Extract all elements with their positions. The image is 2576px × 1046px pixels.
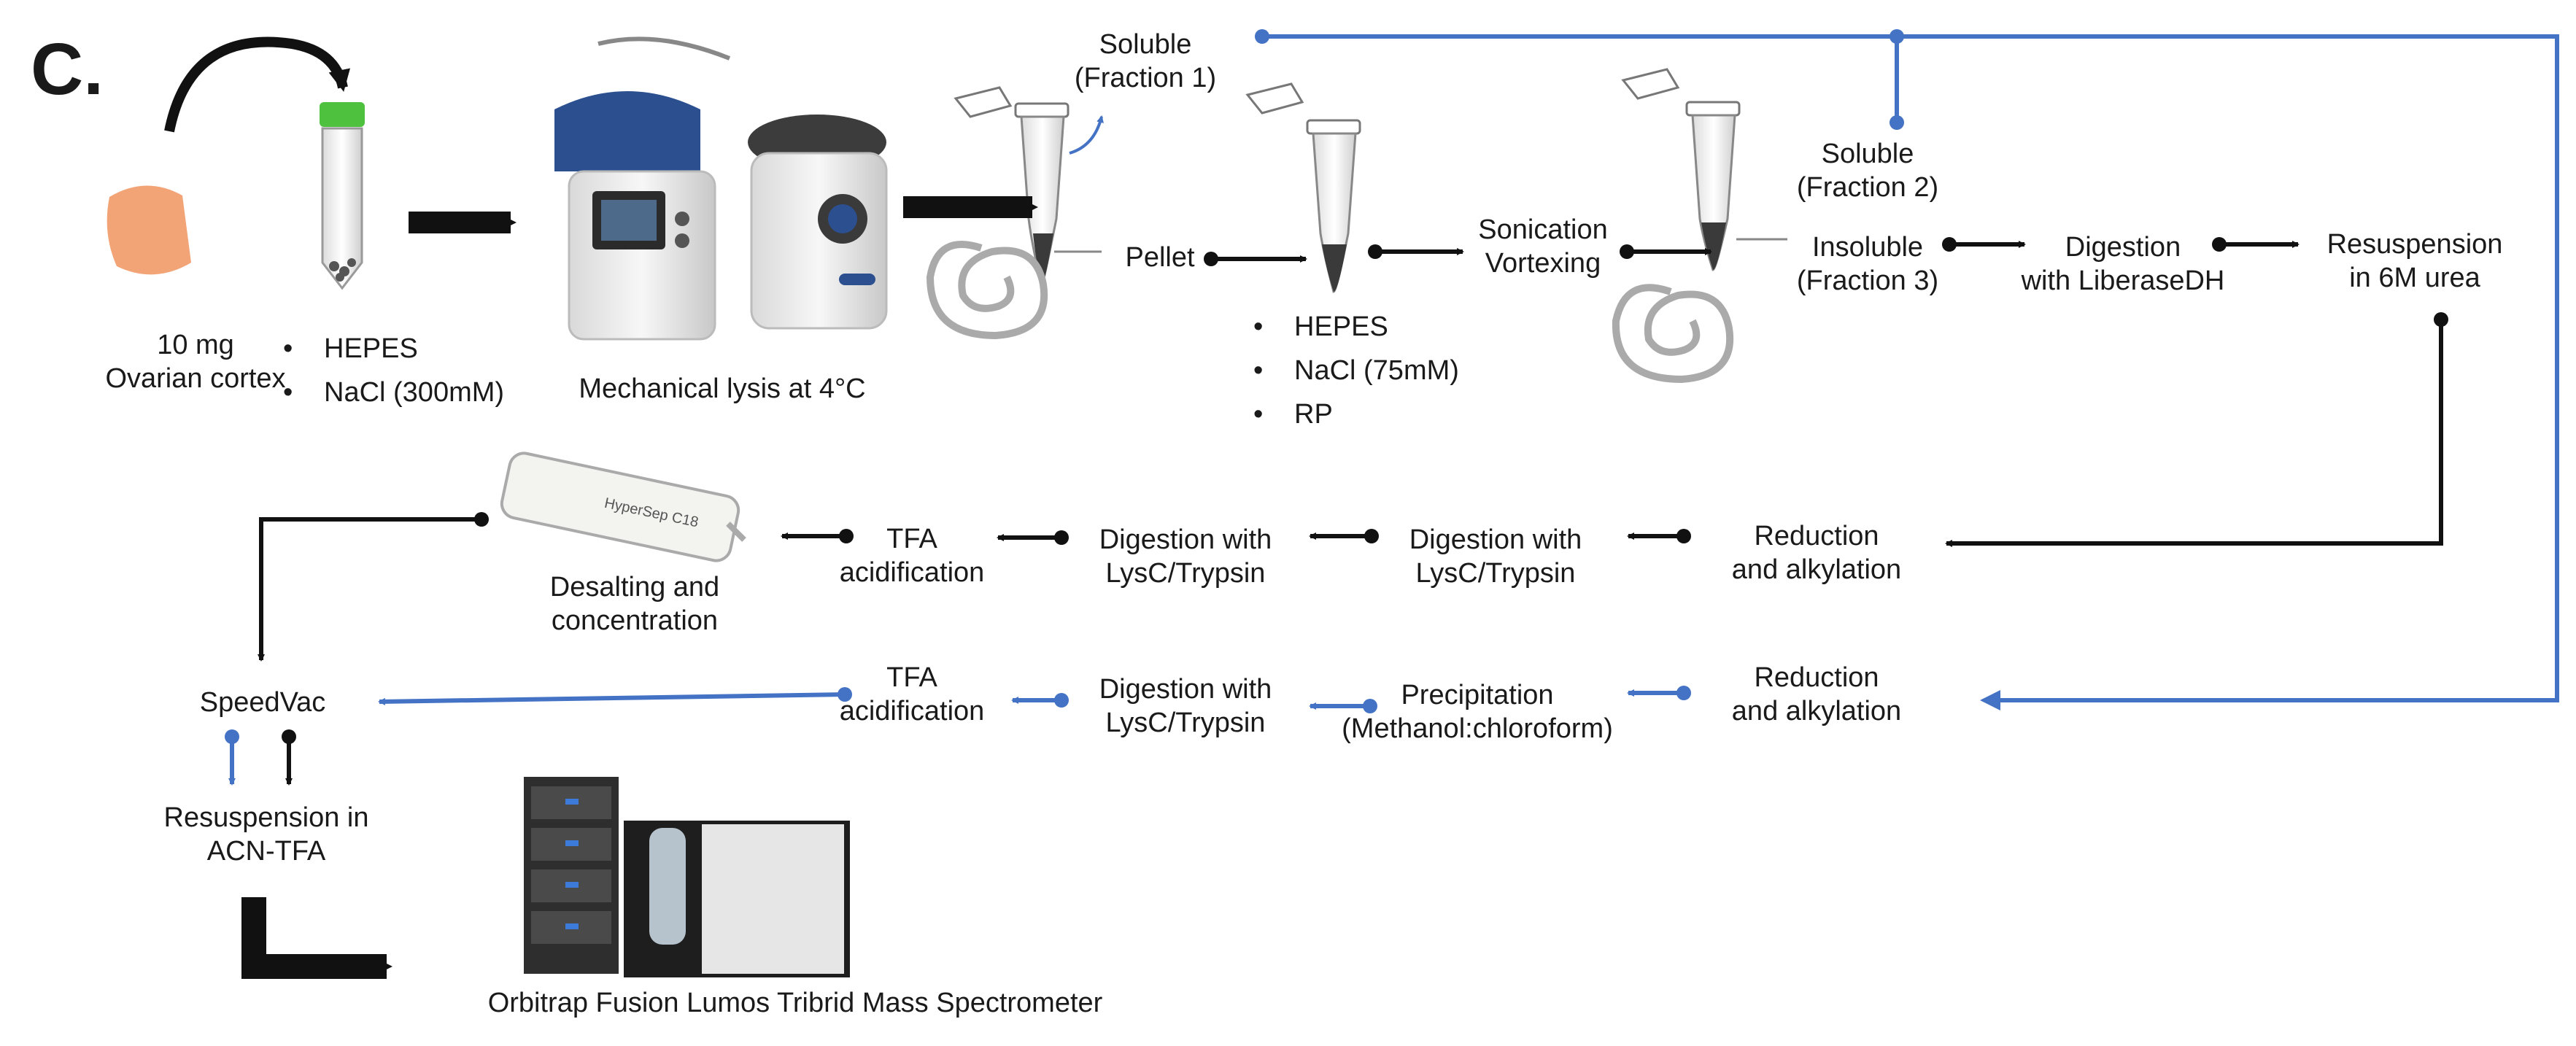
buffer1-list: HEPESNaCl (300mM) [283,327,504,414]
black-arrows [241,196,2448,979]
homogenizer-icon [540,36,905,346]
tissue-icon [107,185,191,275]
desalting-cartridge-icon [500,452,746,562]
mass-spectrometer-icon [524,777,850,977]
vortex-swirl-icon [926,241,1048,340]
centrifuge-tube-icon [954,86,1070,286]
speedvac-label: SpeedVac [199,687,326,718]
curved-arrow-icon [164,36,350,133]
vortex-swirl-icon [1612,284,1734,384]
blue-arrows [225,29,2559,786]
buffer2-list: HEPESNaCl (75mM)RP [1253,305,1459,436]
soluble2-label: Soluble(Fraction 2) [1796,139,1939,203]
centrifuge-tube-icon [1621,68,1741,271]
falcon-tube-icon [320,102,365,290]
soluble1-label: Soluble(Fraction 1) [1074,29,1217,93]
centrifuge-tube-icon [1245,82,1361,293]
precipitation-label: Precipitation(Methanol:chloroform) [1342,680,1613,744]
panel-label: C. [31,28,104,110]
instrument-label: Orbitrap Fusion Lumos Tribrid Mass Spect… [487,988,1103,1018]
insoluble3-label: Insoluble(Fraction 3) [1796,232,1939,296]
pellet-label: Pellet [1125,242,1195,273]
lysis-label: Mechanical lysis at 4°C [579,373,866,404]
